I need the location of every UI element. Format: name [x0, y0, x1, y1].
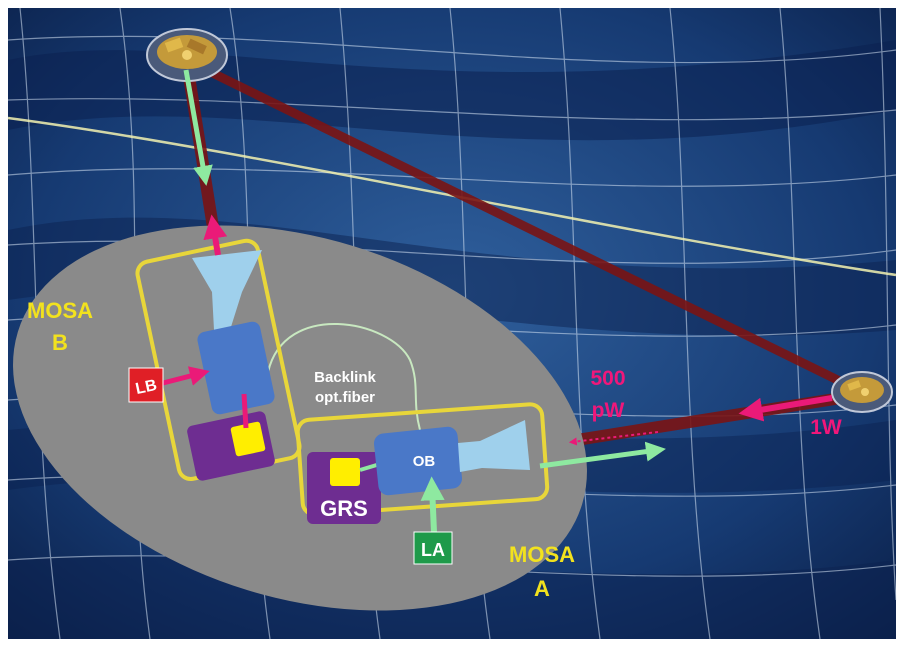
grs-label: GRS	[320, 496, 368, 521]
beam-in-right	[738, 395, 833, 422]
power-emitted-label: 1W	[810, 416, 842, 439]
laser-b-feed	[162, 366, 210, 386]
backlink-label-line2: opt.fiber	[315, 389, 375, 406]
laser-link-top-right	[188, 57, 864, 397]
power-received-line1: 500	[590, 367, 625, 390]
optical-bench-a-label: OB	[413, 453, 436, 470]
beam-out-b	[203, 214, 228, 256]
mosa-b-label-line1: MOSA	[27, 298, 93, 323]
test-mass-icon	[230, 421, 266, 457]
mosa-a-label-line1: MOSA	[509, 542, 575, 567]
spacecraft-right	[831, 371, 893, 413]
optical-bench-b	[197, 321, 275, 415]
telescope-icon	[458, 420, 530, 472]
laser-b-box	[128, 367, 164, 403]
test-mass-icon	[330, 458, 360, 486]
spacecraft-platform	[13, 225, 587, 611]
backlink-label-line1: Backlink	[314, 369, 376, 386]
mosa-a: LA OB GRS MOSA A	[295, 395, 833, 601]
laser-a-box	[413, 531, 453, 565]
beam-out-a	[539, 441, 666, 469]
backlink-fiber	[267, 323, 421, 431]
mosa-a-frame	[295, 402, 550, 517]
mosa-b-label-line2: B	[52, 330, 68, 355]
beam-received-a	[568, 431, 659, 446]
laser-a-label: LA	[421, 540, 445, 560]
mosa-b: LB MOSA B	[27, 69, 302, 482]
laser-a-feed	[420, 476, 445, 533]
beam-in-b	[183, 69, 213, 186]
spacecraft-top	[146, 28, 228, 82]
mosa-a-label-line2: A	[534, 576, 550, 601]
power-received-line2: pW	[592, 399, 625, 422]
laser-b-label: LB	[134, 377, 158, 398]
tm-link-b	[241, 393, 249, 429]
telescope-icon	[192, 250, 262, 330]
